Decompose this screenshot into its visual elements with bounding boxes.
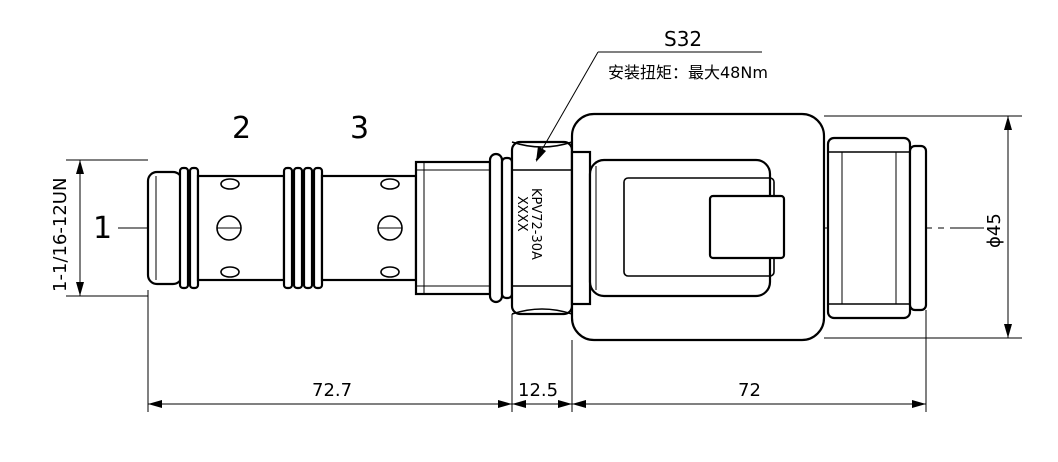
- port-label-3: 3: [350, 111, 369, 146]
- thread-spec: 1-1/16-12UN: [50, 178, 71, 292]
- model-line1: KPV72-30A: [528, 188, 543, 260]
- dim-72-7: 72.7: [312, 380, 352, 401]
- diameter-dimension: ϕ45: [824, 115, 1022, 339]
- model-marking: KPV72-30A XXXX: [514, 188, 543, 260]
- bottom-dimensions: 72.7 12.5 72: [147, 290, 927, 412]
- port-label-1: 1: [93, 211, 112, 246]
- wrench-callout: S32 安装扭矩：最大48Nm: [535, 27, 768, 162]
- diameter-label: ϕ45: [984, 213, 1005, 248]
- model-line2: XXXX: [514, 196, 529, 232]
- dim-72: 72: [738, 380, 761, 401]
- cartridge-body: [146, 152, 514, 304]
- port-label-2: 2: [232, 111, 251, 146]
- wrench-size: S32: [664, 27, 702, 51]
- thread-dimension: 1-1/16-12UN: [50, 159, 148, 297]
- torque-note: 安装扭矩：最大48Nm: [608, 63, 768, 82]
- coil: [570, 112, 826, 342]
- dim-12-5: 12.5: [518, 380, 558, 401]
- end-nut: [826, 136, 928, 320]
- hex-nut: [510, 140, 574, 316]
